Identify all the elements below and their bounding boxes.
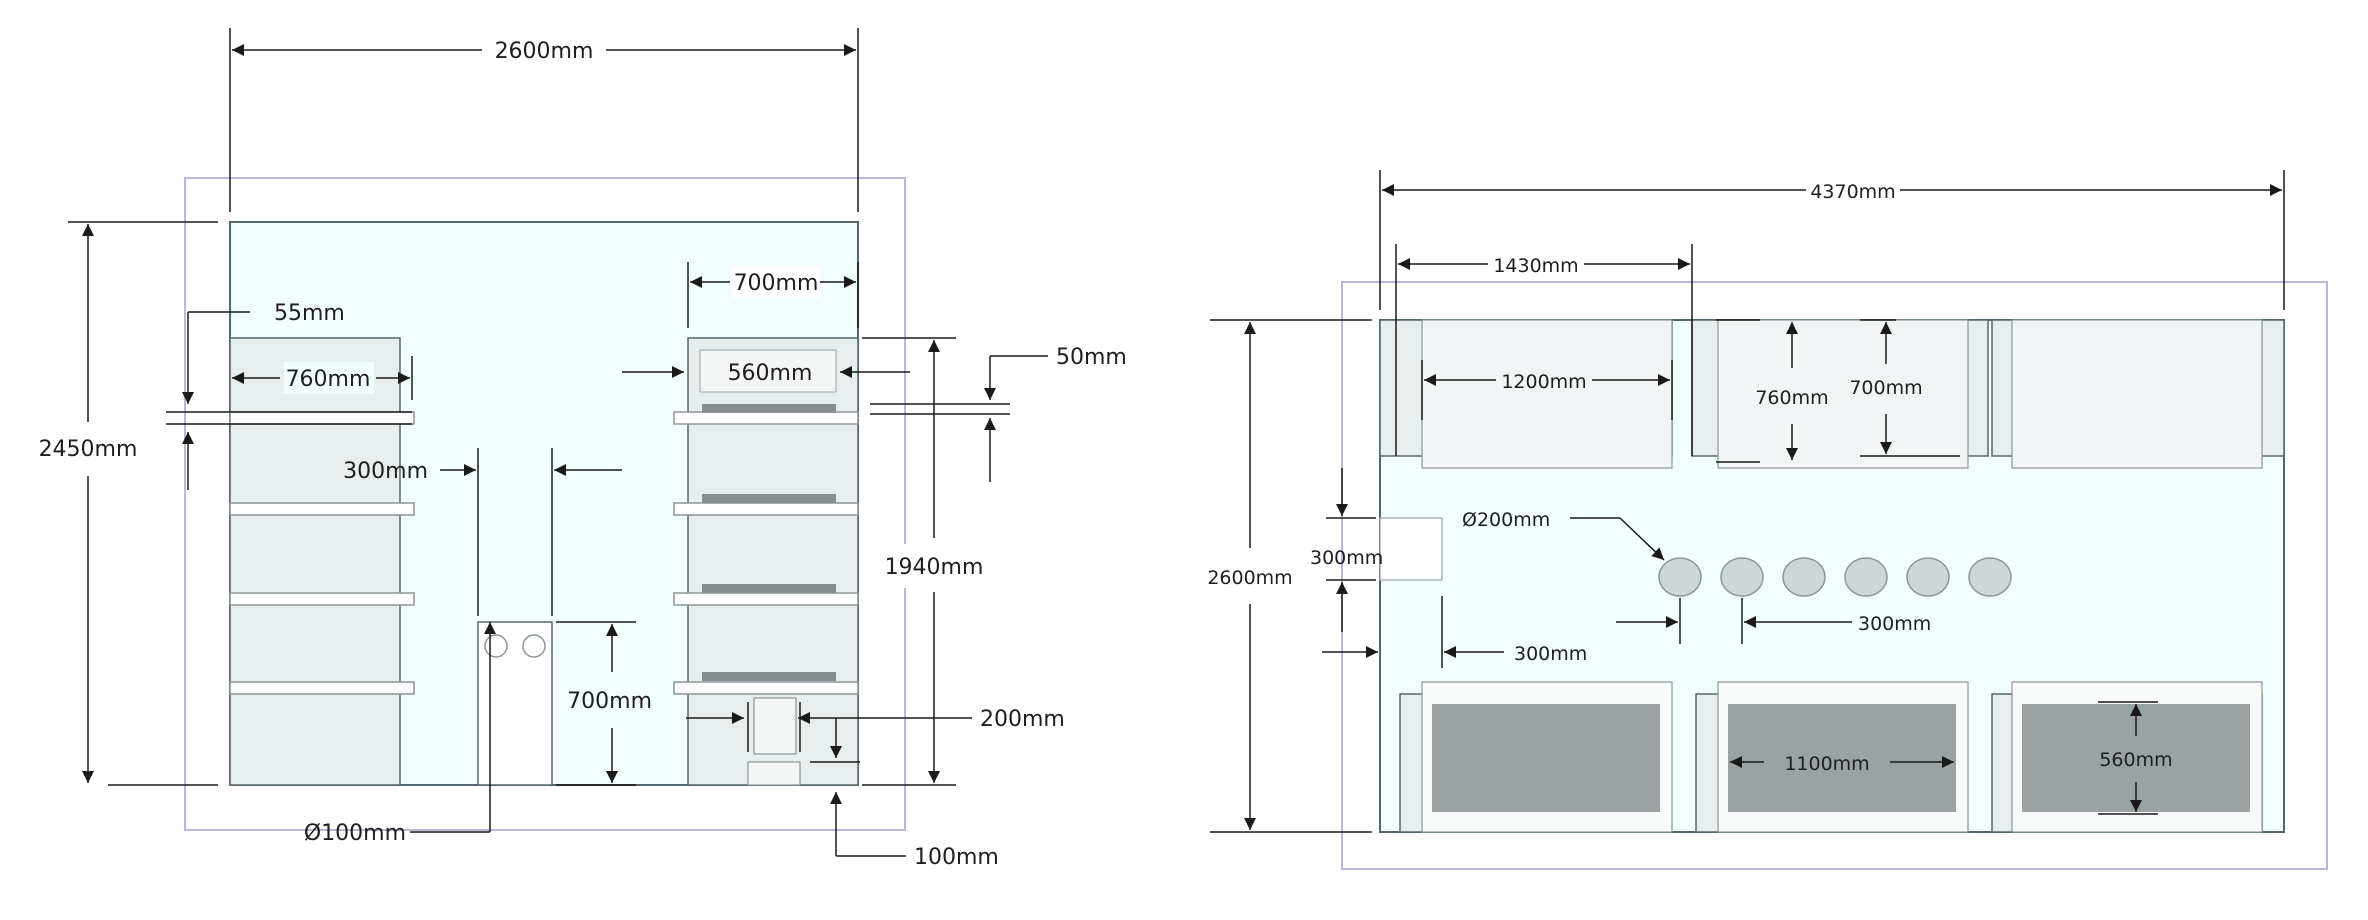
door-height-label: 700mm: [567, 689, 652, 714]
shelf-depth-label: 760mm: [1755, 387, 1828, 409]
shelf-board: [229, 411, 415, 425]
tank-depth-label: 560mm: [2099, 749, 2172, 771]
bottom-offset-label: 100mm: [914, 845, 999, 870]
pipe-hole: [1782, 557, 1826, 597]
shelf-board: [673, 592, 859, 606]
gap-top-label: 50mm: [1056, 345, 1127, 370]
tank-width-label: 1100mm: [1784, 753, 1869, 775]
shelf-bar: [702, 584, 836, 593]
wall-niche: [1379, 517, 1443, 581]
plan-dimension-lines: [1210, 170, 2285, 833]
unit-inner-label: 560mm: [728, 361, 813, 386]
unit-width-label: 700mm: [734, 271, 819, 296]
side-offset-label: 300mm: [1514, 643, 1587, 665]
plan-outer-frame: [1341, 281, 2328, 870]
plan-width-label: 4370mm: [1810, 181, 1895, 203]
passage-label: 300mm: [343, 459, 428, 484]
pipe-spacing-label: 300mm: [1858, 613, 1931, 635]
front-outer-frame: [184, 177, 906, 831]
pipe-hole: [1844, 557, 1888, 597]
drain-hole: [522, 634, 546, 658]
unit-bottom-slot: [753, 697, 797, 755]
shelf-board: [673, 502, 859, 516]
pipe-hole: [1658, 557, 1702, 597]
bay-label: 1430mm: [1493, 255, 1578, 277]
shelf-bar: [702, 494, 836, 503]
shelf-spacing-label: 55mm: [274, 301, 345, 326]
shelf-label: 1200mm: [1501, 371, 1586, 393]
front-width-label: 2600mm: [495, 39, 594, 64]
shelf-board: [229, 681, 415, 695]
left-shelf-column: [229, 337, 401, 786]
unit-bottom-plinth: [747, 761, 801, 786]
shelf-board: [673, 411, 859, 425]
pipe-hole: [1968, 557, 2012, 597]
top-shelf-board: [2011, 319, 2263, 469]
shelf-bar: [702, 404, 836, 413]
front-elevation: 2600mm 2450mm 55mm 760mm 300mm 700mm Ø10…: [36, 28, 1127, 870]
shelf-board: [229, 502, 415, 516]
tank: [1432, 704, 1660, 812]
plan-view: 4370mm 1430mm 1200mm 760mm 700mm Ø200mm …: [1206, 170, 2328, 870]
shelf-width-label: 760mm: [286, 367, 371, 392]
pipe-label: Ø200mm: [1462, 509, 1550, 531]
pipe-hole: [1906, 557, 1950, 597]
shelf-depth-inner-label: 700mm: [1849, 377, 1922, 399]
shelf-bar: [702, 672, 836, 681]
drain-label: Ø100mm: [304, 821, 406, 846]
bottom-slot-label: 200mm: [980, 707, 1065, 732]
shelf-board: [673, 681, 859, 695]
wall-gap-label: 300mm: [1310, 547, 1383, 569]
unit-height-label: 1940mm: [885, 555, 984, 580]
right-unit-head: [699, 349, 837, 393]
plan-depth-label: 2600mm: [1207, 567, 1292, 589]
pipe-hole: [1720, 557, 1764, 597]
shelf-board: [229, 592, 415, 606]
front-dimension-lines: [68, 28, 1048, 857]
drain-hole: [484, 634, 508, 658]
front-height-label: 2450mm: [39, 437, 138, 462]
